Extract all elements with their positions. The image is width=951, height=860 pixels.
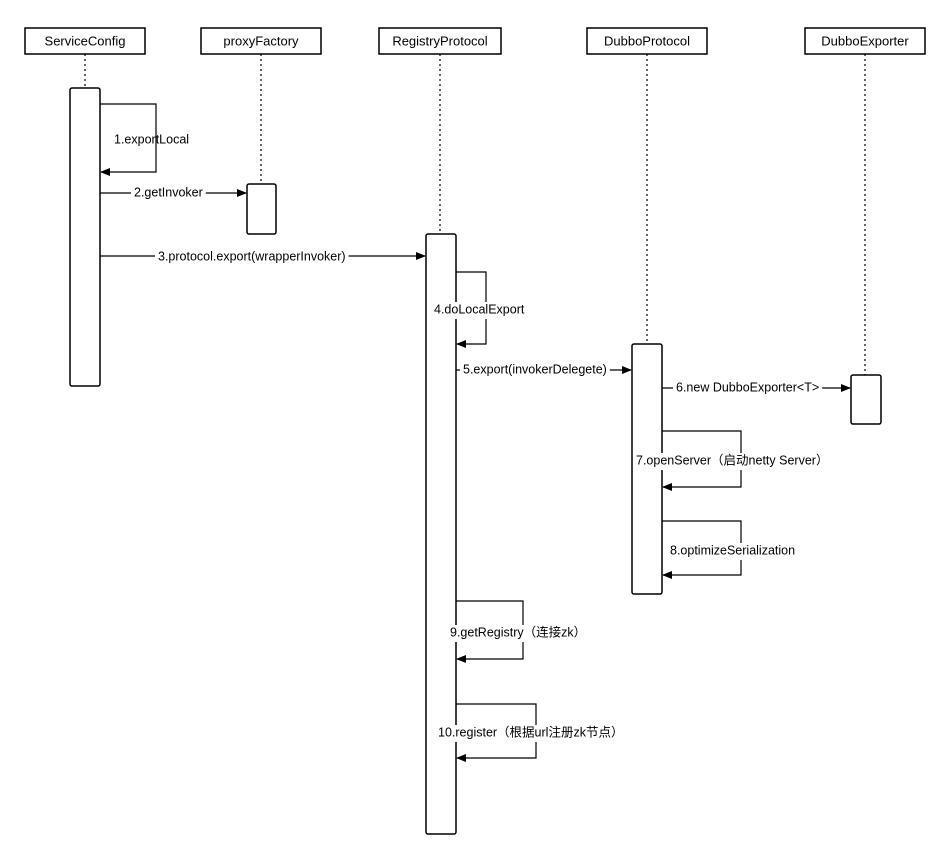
message-label: 7.openServer（启动netty Server） (636, 453, 828, 467)
message-label: 9.getRegistry（连接zk） (450, 624, 586, 639)
message-optimize-serialization: 8.optimizeSerialization (662, 520, 799, 579)
participant-box (378, 27, 502, 55)
message-label: 5.export(invokerDelegete) (463, 362, 607, 376)
label-background (431, 302, 528, 319)
activation-dubboexporter (850, 374, 882, 425)
message-protocol-export: 3.protocol.export(wrapperInvoker) (100, 248, 426, 264)
message-label: 4.doLocalExport (434, 302, 525, 316)
message-get-registry: 9.getRegistry（连接zk） (447, 600, 590, 663)
activation-proxyfactory (246, 183, 277, 235)
lifelines (84, 54, 866, 375)
message-get-invoker: 2.getInvoker (100, 185, 247, 201)
message-arrow (100, 103, 157, 176)
label-background (435, 725, 627, 742)
message-export-invoker-delegete: 5.export(invokerDelegete) (456, 362, 632, 378)
label-background (131, 185, 206, 201)
label-background (673, 380, 823, 396)
activation-registryprotocol (425, 233, 457, 835)
message-register: 10.register（根据url注册zk节点） (435, 703, 627, 762)
participant-box (24, 27, 146, 55)
participant-label: DubboExporter (821, 33, 909, 48)
message-label: 6.new DubboExporter<T> (676, 380, 819, 394)
message-export-local: 1.exportLocal (100, 103, 189, 176)
participant-proxyfactory: proxyFactory (200, 27, 322, 55)
message-label: 3.protocol.export(wrapperInvoker) (158, 249, 346, 263)
message-label: 10.register（根据url注册zk节点） (438, 724, 623, 739)
participant-label: proxyFactory (223, 33, 299, 48)
message-do-local-export: 4.doLocalExport (431, 271, 528, 348)
label-background (633, 453, 832, 470)
message-label: 1.exportLocal (114, 132, 189, 146)
participant-label: RegistryProtocol (392, 33, 487, 48)
label-background (447, 625, 590, 642)
participant-label: ServiceConfig (45, 33, 126, 48)
participant-dubboprotocol: DubboProtocol (586, 27, 708, 55)
participant-label: DubboProtocol (604, 33, 690, 48)
participant-serviceconfig: ServiceConfig (24, 27, 146, 55)
message-label: 2.getInvoker (134, 185, 203, 199)
participant-registryprotocol: RegistryProtocol (378, 27, 502, 55)
participant-box (200, 27, 322, 55)
participant-box (804, 27, 926, 55)
message-new-dubbo-exporter: 6.new DubboExporter<T> (662, 380, 851, 396)
activations (69, 87, 882, 835)
label-background (155, 248, 349, 264)
message-label: 8.optimizeSerialization (670, 543, 795, 557)
activation-serviceconfig (69, 87, 101, 387)
label-background (460, 362, 610, 378)
participant-dubboexporter: DubboExporter (804, 27, 926, 55)
participant-box (586, 27, 708, 55)
label-background (667, 543, 799, 560)
message-open-server: 7.openServer（启动netty Server） (633, 430, 832, 491)
